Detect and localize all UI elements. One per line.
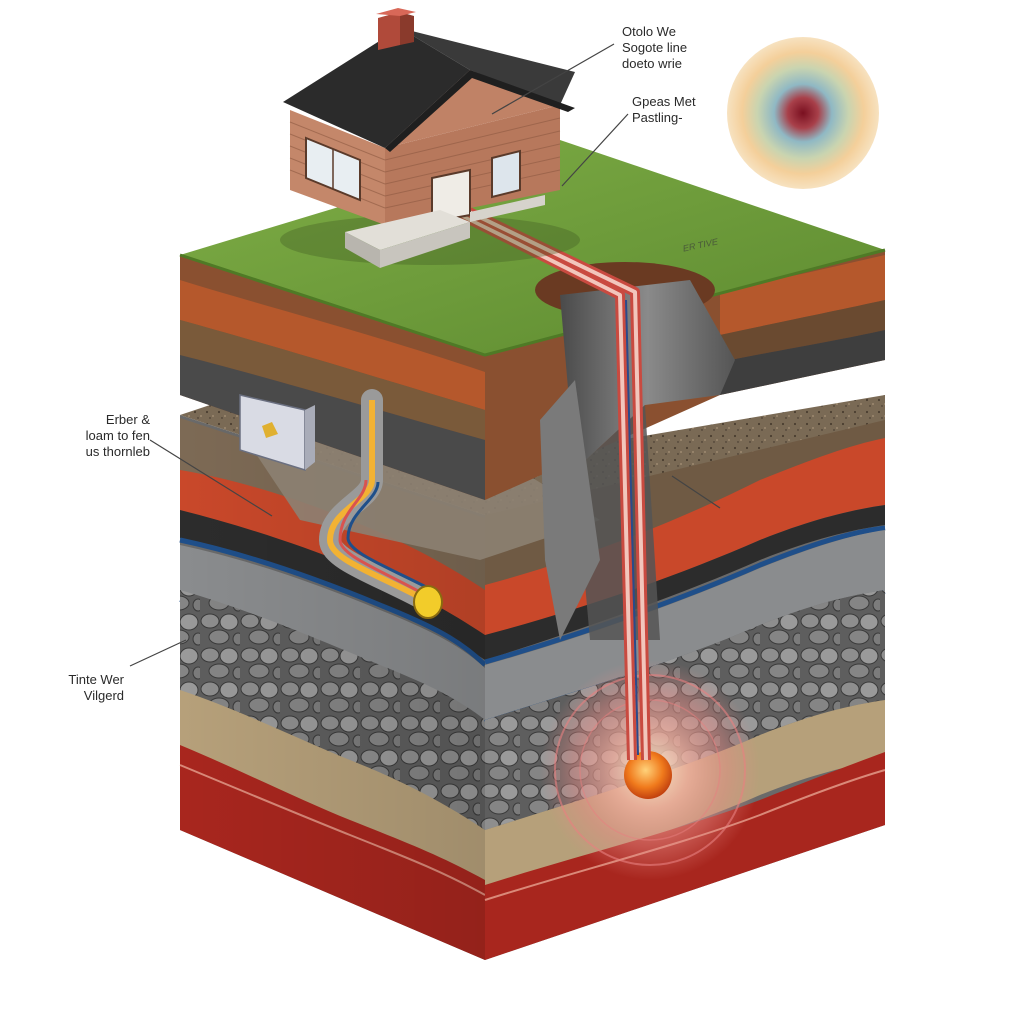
house-icon [280, 8, 580, 268]
callout-line: Tinte Wer [68, 672, 124, 687]
heat-zone [540, 660, 760, 880]
callout-left-upper: Erber & loam to fen us thornleb [60, 412, 150, 460]
callout-line: doeto wrie [622, 56, 682, 71]
callout-line: Gpeas Met [632, 94, 696, 109]
callout-line: us thornleb [85, 444, 150, 459]
heat-source-icon [624, 751, 672, 799]
callout-line: Sogote line [622, 40, 688, 55]
callout-line: Erber & [105, 412, 150, 427]
callout-line: loam to fen [85, 428, 150, 443]
block-left-face [179, 415, 487, 960]
callout-left-lower: Tinte Wer Vilgerd [52, 672, 124, 704]
callout-line: Pastling- [632, 110, 683, 125]
callout-line: Otolo We [622, 24, 676, 39]
pipe-end-cap-icon [413, 585, 443, 619]
geothermal-pipes [319, 205, 651, 761]
utility-box-icon [239, 394, 315, 472]
heat-gradient-disc-icon [727, 37, 879, 189]
callout-mid-right: Gpeas Met Pastling- [632, 94, 696, 126]
callout-top-right: Otolo We Sogote line doeto wrie [622, 24, 687, 72]
callout-line: Vilgerd [83, 688, 124, 703]
callout-leader-lines [129, 43, 721, 667]
